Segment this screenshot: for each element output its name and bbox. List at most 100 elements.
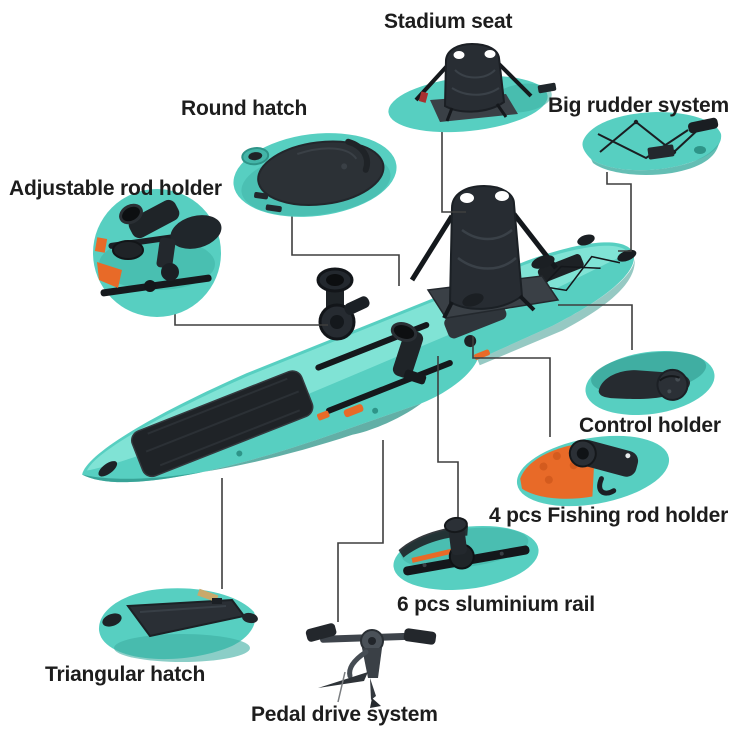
control-holder-detail-image [585,350,715,416]
rodholder-orange-pad [97,262,122,288]
kayak-seat [409,184,560,319]
rod-holder-flange-hub [330,315,344,329]
stern-handle [617,249,637,262]
rod-holder-cup-hole [326,274,344,286]
rodholder-ball-end [144,280,156,292]
kayak-rod-holder-rear [390,322,427,385]
rodholder-pivot-arm [156,237,176,269]
bow-handle [98,461,118,477]
hatch-lid-dot [341,163,348,170]
rudder-stern-body [582,112,722,171]
seat-detail-hole-left [453,51,465,59]
rudder-blade [688,117,719,134]
hatch-lid-arc [296,147,358,160]
label-big-rudder: Big rudder system [548,94,729,117]
scupper-hole-2 [372,407,379,414]
hatch-lid [257,140,385,206]
trihatch-pad-seam [139,605,227,613]
label-pedal-drive: Pedal drive system [251,703,438,726]
scupper-hole-1 [236,450,243,457]
label-round-hatch: Round hatch [181,97,308,120]
seat-hole-right [495,191,509,201]
rod-holder-tube-opening [390,322,418,342]
seat-detail-legs [445,103,508,122]
fishing-mount-hole [576,447,589,460]
seat-detail-red-buckle [418,91,429,103]
leader-aluminium-rail [437,356,459,524]
pedal-drive-detail-image [305,623,437,708]
rodholder-tube-opening [119,203,143,225]
fishing-mount-screw [625,453,631,459]
label-adjustable-rod-holder: Adjustable rod holder [9,177,222,200]
hatch-latch-1 [254,192,269,200]
stadium-seat-detail-image [388,42,557,133]
fishing-pad-texture-4 [544,475,553,484]
seat-strap-left [409,214,455,282]
kayak-stern-shadow [477,255,635,366]
fishing-mount-strap [597,476,617,496]
pedal-right [403,628,437,645]
leader-control-holder [558,304,633,350]
label-aluminium-rail: 6 pcs sluminium rail [397,593,595,616]
rail-screw-1 [422,563,427,568]
fishing-rod-holder-detail-image [516,435,670,507]
rod-holder-tube [392,329,424,379]
seat-backrest [448,184,524,310]
seat-seams [457,228,517,270]
rail-orange-sliver [411,548,456,563]
rudder-stern-shade [591,143,719,175]
pedal-blade [370,698,381,708]
seat-detail-fitting [537,82,557,94]
leader-fishing-rod-holder [472,336,551,437]
pedal-curved-arm [347,649,369,679]
seat-frame-legs [442,294,536,319]
trihatch-buckle [212,598,222,604]
fishing-pad-texture-1 [539,462,548,471]
seat-detail-seams [451,69,500,96]
triangular-hatch-detail-image [98,588,258,662]
leader-pedal-drive [337,440,384,622]
hatch-cup-hole [248,152,263,161]
rodholder-rail-low [100,274,212,297]
leader-stadium-seat [441,132,466,213]
rail-mount-knob [443,516,468,534]
trihatch-hull-shade [114,634,250,662]
rail-screw-2 [499,551,504,556]
rodholder-tube [128,199,180,239]
aluminium-rail-detail-image [393,516,539,591]
label-triangular-hatch: Triangular hatch [45,663,206,686]
rodholder-orange-strip [94,237,108,253]
rudder-pad [647,144,675,160]
seat-hole-left [460,193,474,203]
control-dial-slot [659,375,681,382]
leader-round-hatch [291,212,400,286]
adjustable-rod-holder-detail-image [93,189,222,317]
round-hatch-detail-image [233,133,397,217]
trihatch-handle [102,613,122,627]
deck-fitting-2 [531,255,555,269]
trihatch-tip-cap [242,612,258,624]
seat-detail-strap-right [497,62,533,98]
pedal-left [305,623,337,642]
control-dial-dot-2 [667,389,672,394]
hatch-latch-2 [265,204,282,213]
hatch-handle [345,138,370,173]
orange-pad-2 [317,410,330,421]
standing-pad [130,370,314,478]
rodholder-cup-recess [112,240,144,260]
pedal-body-column [362,648,382,678]
deck-fitting-1 [462,293,484,307]
big-rudder-detail-image [582,112,722,175]
leader-lines [174,132,633,622]
rodholder-pivot-knob [161,263,179,281]
rodholder-dark-mass [170,215,222,249]
stern-hatch [537,254,584,283]
pedal-cable [337,671,346,703]
leader-big-rudder [606,172,632,252]
rudder-bungee [597,120,703,160]
standing-pad-seams [145,377,301,467]
rudder-scupper [694,146,706,154]
rod-holder-arm [344,296,370,315]
pedal-lower-leg [370,678,376,700]
